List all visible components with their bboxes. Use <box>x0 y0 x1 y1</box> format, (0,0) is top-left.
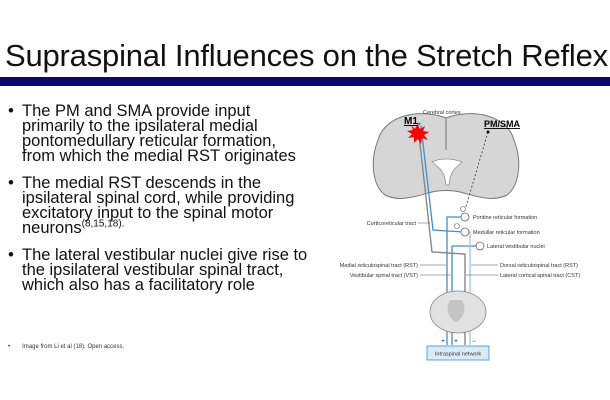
inhibitory-sign: − <box>472 339 476 345</box>
corticoreticular-label: Corticoreticular tract <box>367 221 417 227</box>
title-divider-bar <box>0 77 610 86</box>
intraspinal-label: Intraspinal network <box>435 352 481 358</box>
pmsma-projection <box>464 131 489 211</box>
bullet-item: •The PM and SMA provide input primarily … <box>8 102 296 165</box>
vestibular-nucleus <box>475 241 485 251</box>
bullet-list: •The PM and SMA provide input primarily … <box>8 102 308 305</box>
bullet-item: •The lateral vestibular nuclei give rise… <box>8 246 308 294</box>
brain-outline <box>372 113 520 199</box>
citation: (8,15,18). <box>81 218 125 230</box>
pmsma-label: PM/SMA <box>484 119 521 129</box>
lateral-cst-label: Lateral cortical spinal tract (CST) <box>500 273 580 279</box>
excitatory-sign: + <box>454 339 458 345</box>
vst-label: Vestibular spinal tract (VST) <box>350 273 418 279</box>
pontine-label: Pontine reticular formation <box>473 215 537 221</box>
slide-title: Supraspinal Influences on the Stretch Re… <box>5 38 608 73</box>
excitatory-sign: + <box>441 339 445 345</box>
brain-ventricle <box>431 158 463 186</box>
dorsal-rst-label: Dorsal reticulospinal tract (RST) <box>500 263 578 269</box>
vestibular-nuclei-label: Lateral vestibular nuclei <box>487 244 545 250</box>
medullar-nucleus <box>460 227 470 237</box>
excitatory-marker <box>460 206 466 212</box>
medullar-label: Medullar reticular formation <box>473 230 540 236</box>
m1-label: M1 <box>404 116 418 127</box>
footnote: •Image from Li et al (18). Open access. <box>8 344 125 350</box>
lesion-star-icon <box>407 124 429 144</box>
medial-rst-label: Medial reticulospinal tract (RST) <box>340 263 418 269</box>
pmsma-neuron <box>486 130 490 134</box>
spinal-grey-matter <box>447 300 465 322</box>
cortex-label: Cerebral cortex <box>423 110 461 116</box>
corticoreticular-tract <box>420 125 464 233</box>
bullet-item: •The medial RST descends in the ipsilate… <box>8 174 295 237</box>
pontine-nucleus <box>460 212 470 222</box>
excitatory-marker <box>454 223 460 229</box>
m1-neuron <box>417 122 421 126</box>
intraspinal-network-box <box>426 345 490 361</box>
